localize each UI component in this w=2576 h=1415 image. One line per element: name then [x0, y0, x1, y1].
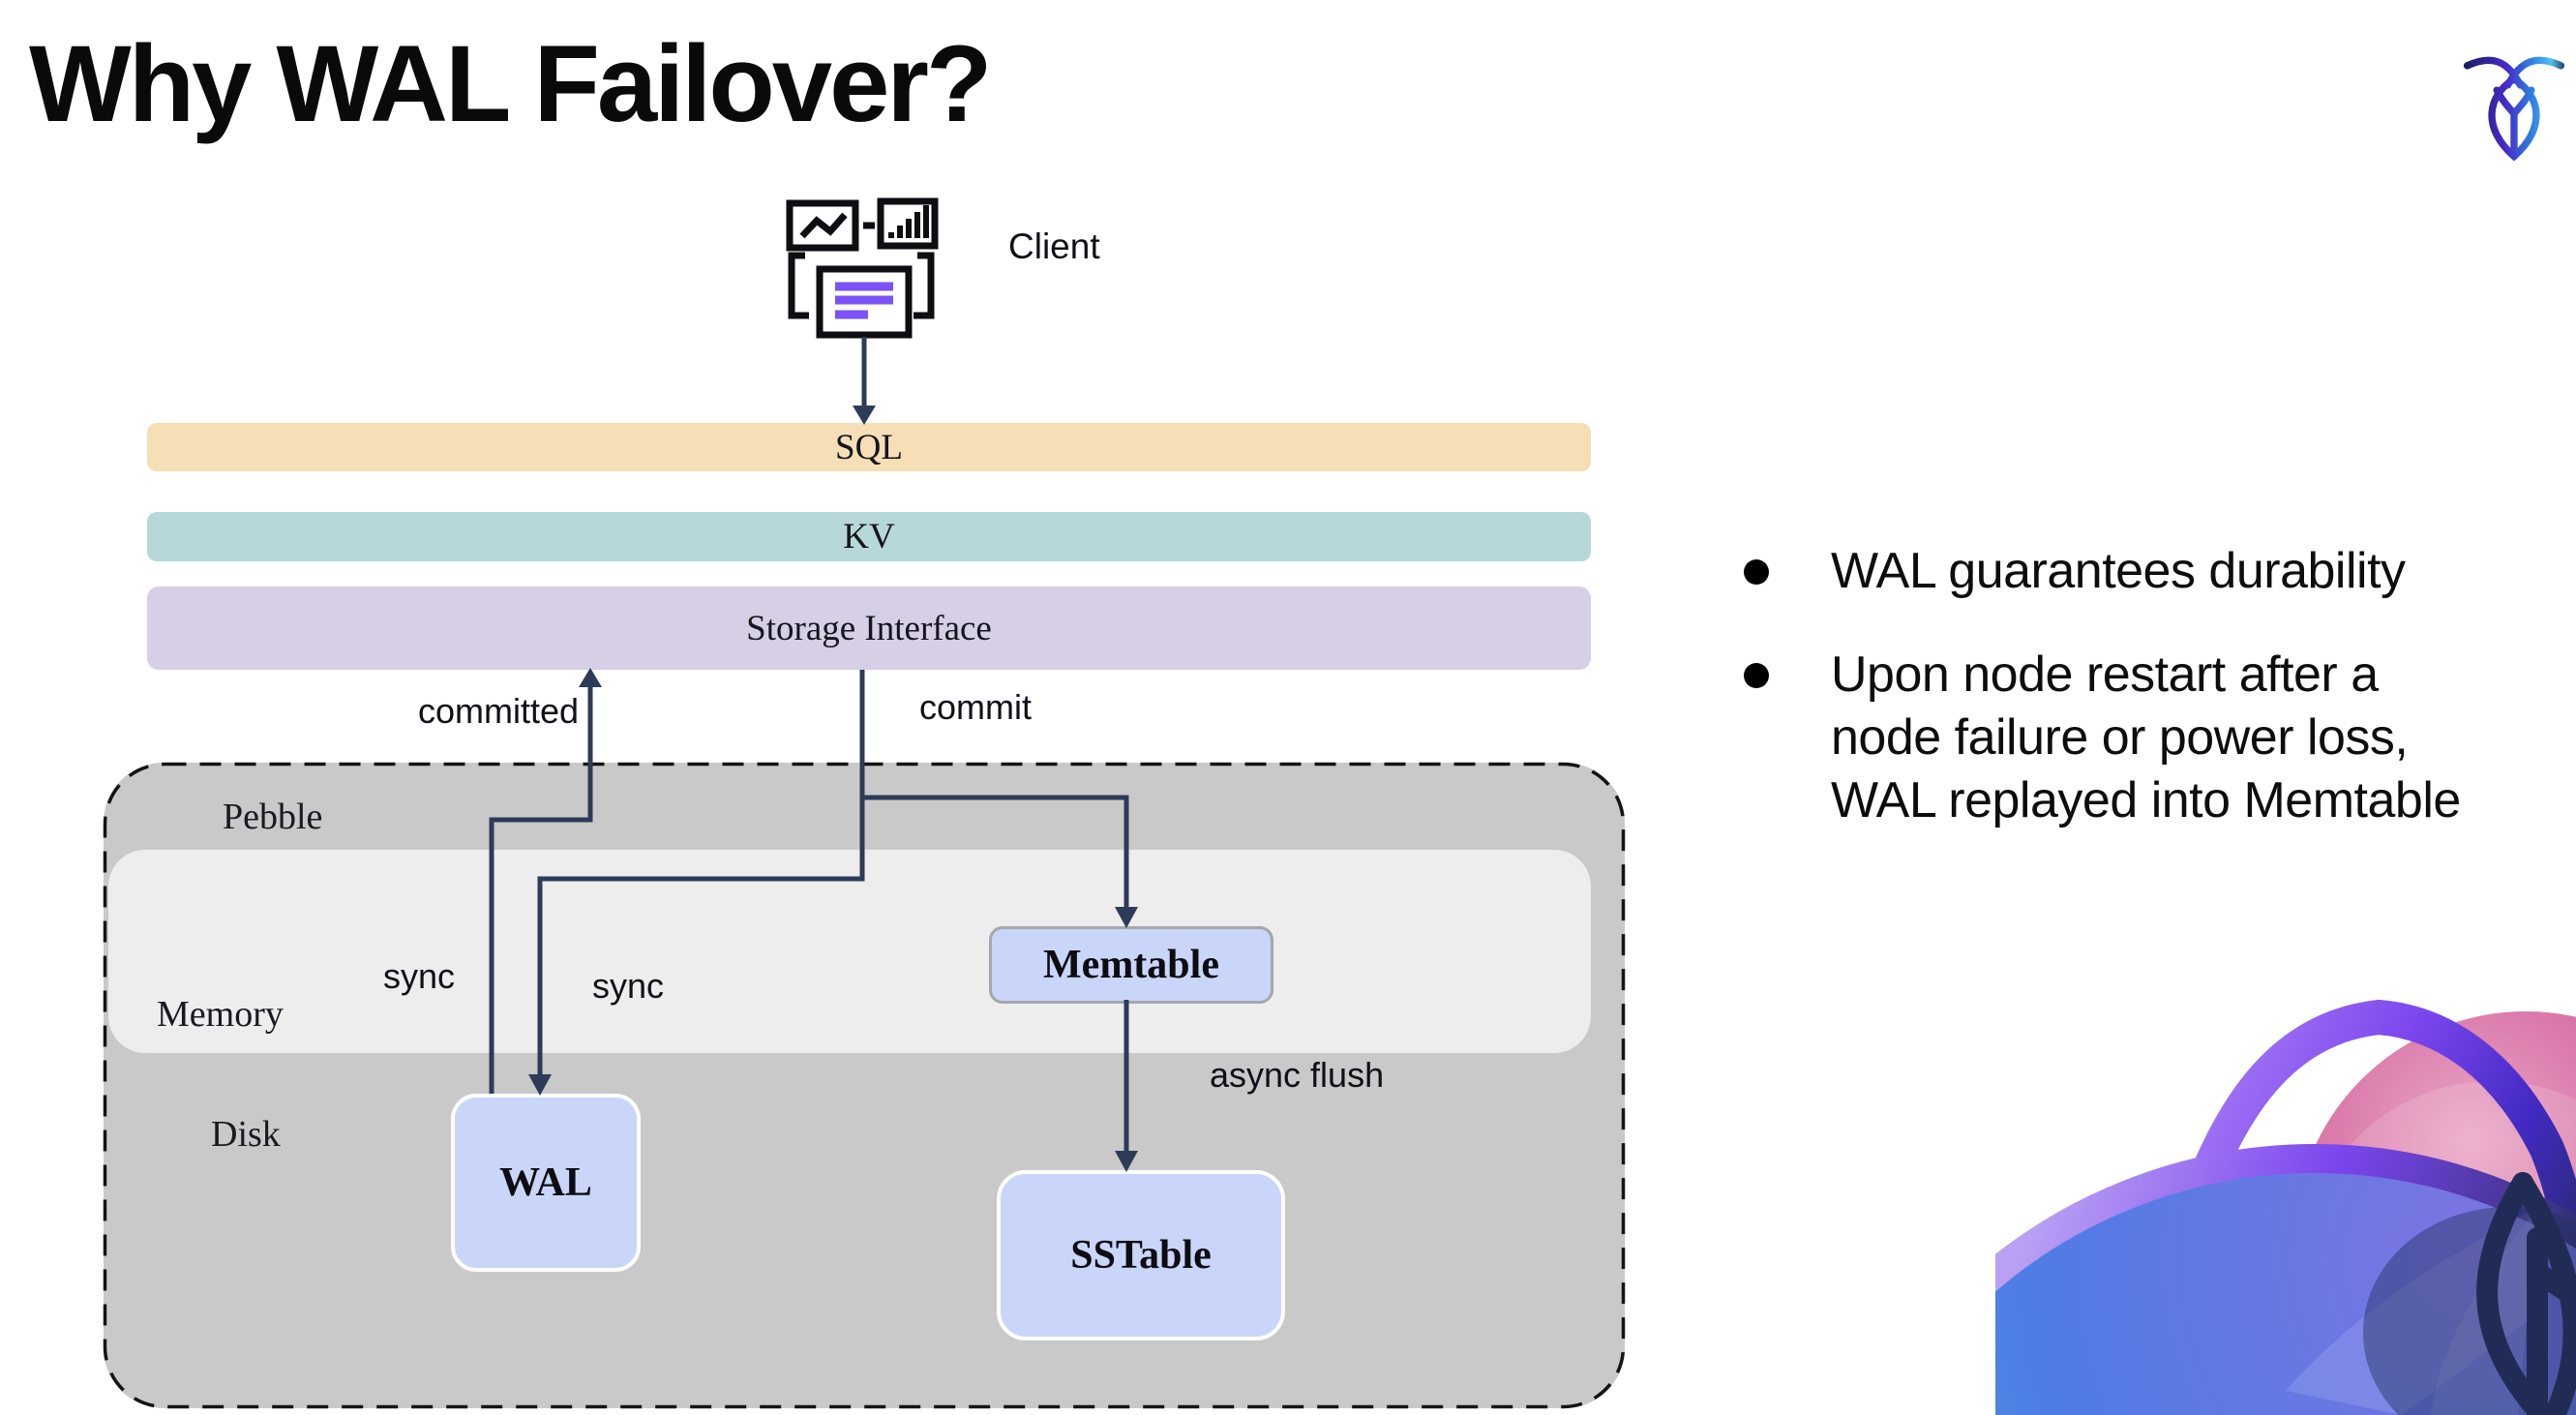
layer-label-storage-interface: Storage Interface: [746, 608, 992, 648]
art-purple-ring: [2168, 999, 2576, 1302]
disk-label: Disk: [211, 1114, 281, 1155]
bullet-dot: [1744, 663, 1769, 688]
art-blue-ring: [1995, 1144, 2576, 1292]
layer-bar-sql: SQL: [147, 423, 1591, 471]
layer-label-sql: SQL: [835, 427, 903, 467]
memory-label: Memory: [157, 994, 284, 1035]
committed-edge-label: committed: [417, 691, 579, 731]
layer-bar-kv: KV: [147, 512, 1591, 561]
page-title: Why WAL Failover?: [29, 23, 992, 144]
art-blue-sphere: [1995, 1159, 2576, 1415]
layer-label-kv: KV: [843, 517, 895, 557]
layer-bar-storage-interface: Storage Interface: [147, 587, 1591, 670]
bullet-item: WAL guarantees durability: [1730, 540, 2504, 603]
sync-right-edge-label: sync: [592, 966, 665, 1006]
pebble-label: Pebble: [223, 797, 323, 837]
bullet-text: Upon node restart after a node failure o…: [1831, 647, 2461, 828]
brand-artwork: [1995, 999, 2576, 1415]
bullet-dot: [1744, 559, 1769, 585]
cockroachdb-logo-icon: [2463, 56, 2565, 162]
commit-edge-label: commit: [919, 687, 1032, 727]
bullet-text: WAL guarantees durability: [1831, 543, 2406, 599]
memtable-node: Memtable: [989, 926, 1273, 1004]
wal-node: WAL: [451, 1094, 641, 1272]
client-apps-icon: [786, 197, 939, 339]
sstable-node-label: SSTable: [1070, 1233, 1212, 1278]
sstable-node: SSTable: [997, 1170, 1285, 1340]
bullet-item: Upon node restart after a node failure o…: [1730, 644, 2504, 832]
client-label: Client: [1008, 226, 1100, 266]
async-flush-edge-label: async flush: [1210, 1055, 1385, 1095]
wal-node-label: WAL: [499, 1160, 592, 1205]
sync-left-edge-label: sync: [382, 956, 455, 996]
memtable-node-label: Memtable: [1043, 943, 1219, 987]
bullet-list: WAL guarantees durability Upon node rest…: [1730, 540, 2504, 873]
memory-band: [108, 850, 1591, 1053]
